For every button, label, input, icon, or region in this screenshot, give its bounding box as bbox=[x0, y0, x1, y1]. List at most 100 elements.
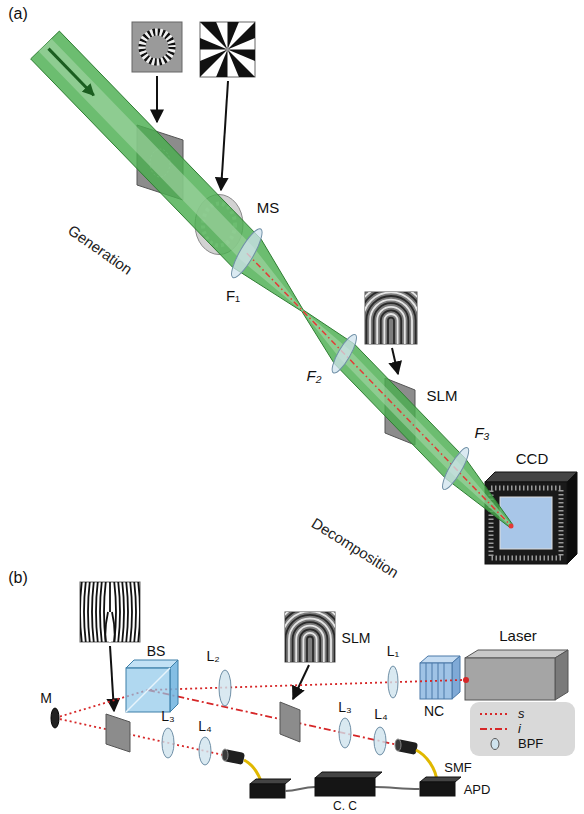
arch-fringe bbox=[377, 307, 405, 344]
legend-row: i bbox=[478, 721, 567, 736]
slm-plate bbox=[280, 702, 300, 742]
camera-body bbox=[485, 482, 567, 564]
fork-fringe bbox=[126, 582, 128, 642]
fork-fringe bbox=[118, 582, 120, 642]
arch-pattern bbox=[365, 292, 417, 344]
sector-wedge bbox=[200, 22, 228, 50]
signal-cable bbox=[285, 787, 315, 791]
stage-panel: Decomposition bbox=[240, 460, 578, 625]
pointer-arrow bbox=[392, 348, 398, 374]
detector-box bbox=[250, 784, 285, 798]
arch-fringe bbox=[303, 633, 316, 662]
camera-top bbox=[485, 472, 577, 482]
part-label: NC bbox=[424, 703, 444, 720]
lens-sample bbox=[491, 738, 499, 749]
lens bbox=[162, 728, 174, 758]
fork-fringe bbox=[96, 582, 98, 642]
panel-shape bbox=[240, 460, 578, 625]
stage-panel: Generation bbox=[5, 165, 320, 330]
fork-pattern bbox=[80, 582, 140, 642]
panel-title: Decomposition bbox=[308, 514, 402, 582]
legend-sample bbox=[478, 738, 512, 750]
arch-fringe bbox=[307, 637, 313, 663]
laser-aperture bbox=[463, 677, 469, 683]
part-label: F₁ bbox=[226, 287, 240, 305]
legend-text: i bbox=[518, 721, 521, 737]
lens bbox=[219, 670, 231, 706]
part-label: SMF bbox=[444, 760, 471, 776]
part-label: L₂ bbox=[206, 648, 219, 665]
part-label: (a) bbox=[8, 4, 28, 23]
part-label: APD bbox=[464, 782, 491, 798]
mirror bbox=[51, 708, 59, 728]
fiber-coupler bbox=[396, 739, 418, 755]
arch-fringe bbox=[293, 622, 328, 662]
beam-splitter bbox=[126, 668, 170, 712]
detector-top bbox=[420, 777, 461, 782]
arch-fringe bbox=[285, 612, 335, 662]
part-label: L₃ bbox=[338, 699, 352, 716]
arch-fringe bbox=[289, 619, 331, 663]
arch-pattern bbox=[285, 612, 335, 662]
signal-cable bbox=[375, 787, 420, 789]
ring-fringes bbox=[142, 32, 172, 62]
part-label: CCD bbox=[516, 450, 549, 468]
arch-fringe bbox=[388, 318, 394, 344]
fork-fringe bbox=[80, 582, 82, 642]
fork-fringe bbox=[130, 582, 132, 642]
arch-fringe bbox=[300, 629, 320, 662]
fork-fringe bbox=[134, 582, 136, 642]
ring-hologram bbox=[132, 22, 182, 72]
lens bbox=[199, 737, 211, 765]
laser-beam bbox=[31, 31, 513, 527]
sector-wedge bbox=[200, 50, 228, 78]
pointer-arrow bbox=[221, 81, 228, 190]
panel-shape bbox=[5, 165, 320, 330]
fork-fringe bbox=[138, 582, 140, 642]
part-label: L₄ bbox=[374, 706, 388, 723]
fork-fringe bbox=[100, 582, 102, 642]
fork-fringe bbox=[92, 582, 94, 642]
arch-fringe bbox=[365, 292, 417, 344]
fork-fringe bbox=[88, 582, 90, 642]
arch-fringe bbox=[296, 626, 324, 662]
panel-title: Generation bbox=[64, 221, 135, 278]
arch-fringe bbox=[365, 292, 417, 344]
beam-spot bbox=[509, 524, 514, 529]
part-label: M bbox=[40, 690, 52, 707]
lens bbox=[227, 225, 267, 280]
arch-fringe bbox=[374, 303, 409, 344]
lens bbox=[339, 718, 351, 748]
lens bbox=[374, 727, 386, 755]
fiber-coupler bbox=[223, 749, 245, 765]
arch-fringe bbox=[365, 292, 417, 344]
pointer-arrow bbox=[156, 76, 158, 122]
part-label: L₁ bbox=[387, 643, 400, 660]
coupler-face bbox=[222, 749, 228, 761]
sector-pattern bbox=[200, 22, 255, 77]
beam-core bbox=[39, 39, 512, 527]
coupler-face bbox=[395, 739, 401, 751]
arch-fringe bbox=[285, 615, 334, 662]
part-label: (b) bbox=[8, 568, 28, 587]
camera-hatching bbox=[491, 488, 561, 558]
laser-top bbox=[465, 650, 568, 658]
arch-fringe bbox=[384, 314, 397, 344]
crystal-side bbox=[452, 656, 460, 699]
detector-box bbox=[420, 782, 455, 796]
camera-side bbox=[567, 472, 577, 564]
arch-fringe bbox=[285, 612, 335, 662]
legend-row: BPF bbox=[478, 736, 567, 751]
part-label: SLM bbox=[427, 387, 458, 405]
part-label: L₄ bbox=[198, 718, 212, 735]
line-sample bbox=[480, 713, 510, 715]
part-label: SLM bbox=[342, 630, 371, 647]
panel-outline bbox=[5, 165, 320, 330]
sector-wedge bbox=[228, 22, 256, 50]
legend-sample bbox=[478, 723, 512, 735]
slm-plate bbox=[106, 714, 130, 752]
part-label: Laser bbox=[499, 627, 537, 645]
fork-gap bbox=[109, 612, 111, 642]
